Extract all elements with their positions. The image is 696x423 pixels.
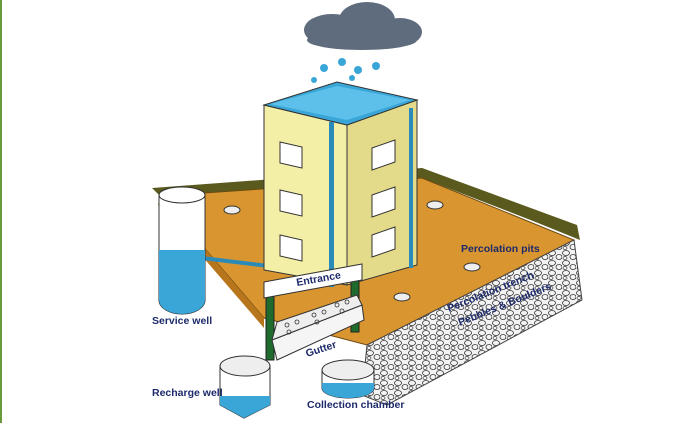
- back-wall: [152, 168, 577, 238]
- collection-chamber: [321, 359, 375, 399]
- service-well: [158, 186, 206, 315]
- raindrops-icon: [311, 58, 380, 83]
- label-collection-chamber: Collection chamber: [307, 399, 404, 411]
- rain-cloud-icon: [304, 2, 422, 50]
- label-recharge-well: Recharge well: [152, 387, 223, 399]
- gutter: [271, 294, 365, 361]
- label-service-well: Service well: [152, 315, 212, 327]
- building: [262, 81, 419, 287]
- recharge-well: [219, 355, 271, 419]
- percolation-pits: [223, 200, 481, 302]
- right-wall: [422, 168, 580, 240]
- label-percolation-pits: Percolation pits: [461, 243, 540, 255]
